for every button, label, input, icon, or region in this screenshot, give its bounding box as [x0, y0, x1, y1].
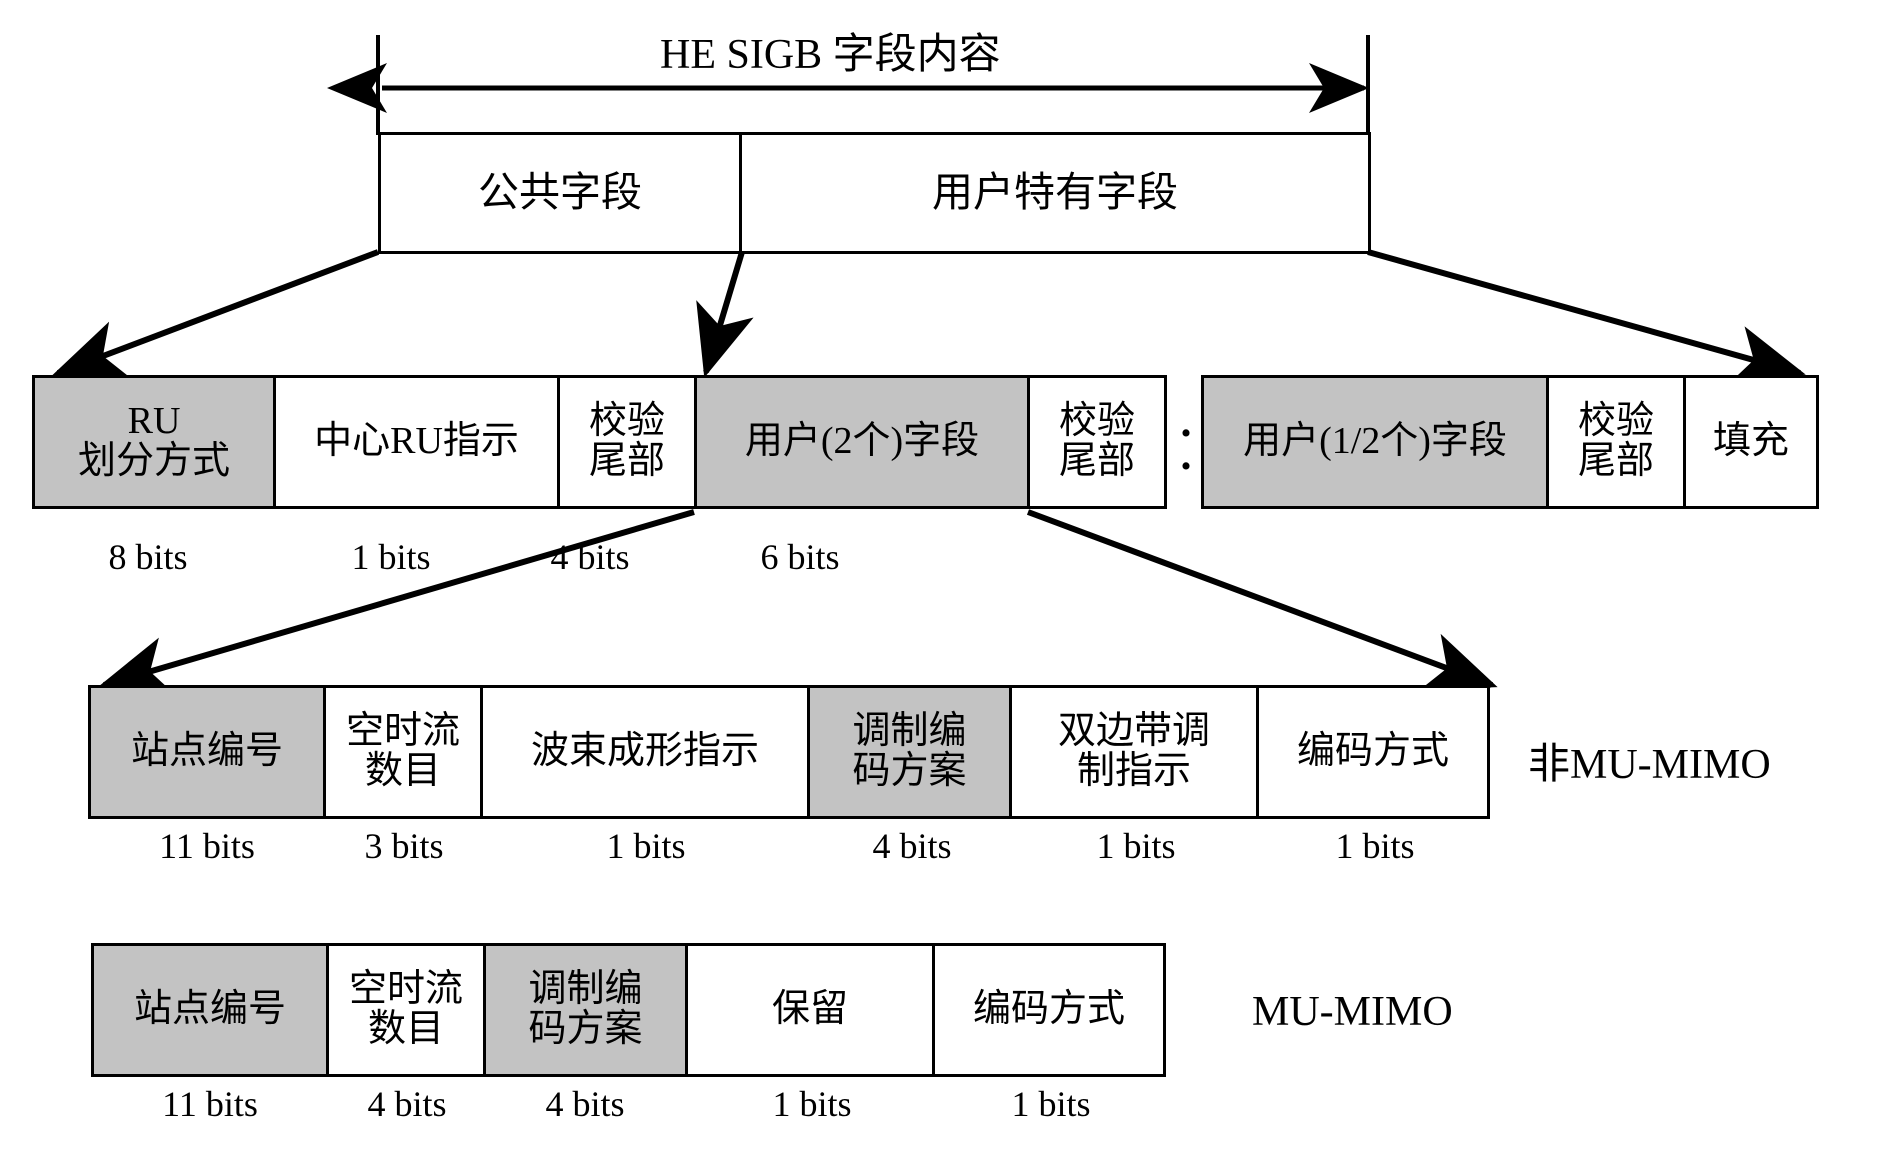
- sigb-cell-user-2-field: 用户(2个)字段: [694, 375, 1030, 509]
- header-cell-user-specific: 用户特有字段: [739, 132, 1371, 254]
- arrow-divider-to-user2: [696, 251, 754, 378]
- mumimo-cell-sta-id: 站点编号: [91, 943, 329, 1077]
- bits-label-nonmumimo-dcm: 1 bits: [1096, 826, 1176, 866]
- bits-label-center-ru: 1 bits: [351, 537, 431, 577]
- bits-label-mumimo-sta-id: 11 bits: [162, 1084, 258, 1124]
- bits-label-nonmumimo-coding: 1 bits: [1335, 826, 1415, 866]
- bits-label-mumimo-coding: 1 bits: [1011, 1084, 1091, 1124]
- sigb-ellipsis-separator: ..: [1180, 397, 1192, 479]
- diagram-title: HE SIGB 字段内容: [660, 32, 1001, 78]
- nonmumimo-side-label: 非MU-MIMO: [1528, 742, 1771, 788]
- sigb-cell-center-ru: 中心RU指示: [273, 375, 560, 509]
- bits-label-nonmumimo-mcs: 4 bits: [872, 826, 952, 866]
- sigb-cell-crc-tail-2: 校验 尾部: [1027, 375, 1167, 509]
- sigb-cell-user-half-field: 用户(1/2个)字段: [1201, 375, 1549, 509]
- nonmumimo-cell-coding: 编码方式: [1256, 685, 1490, 819]
- nonmumimo-cell-dcm: 双边带调 制指示: [1009, 685, 1259, 819]
- nonmumimo-cell-sta-id: 站点编号: [88, 685, 326, 819]
- sigb-cell-crc-tail-3: 校验 尾部: [1546, 375, 1686, 509]
- mumimo-cell-mcs: 调制编 码方案: [483, 943, 688, 1077]
- mumimo-cell-nsts: 空时流 数目: [326, 943, 486, 1077]
- bits-label-mumimo-nsts: 4 bits: [367, 1084, 447, 1124]
- sigb-cell-crc-tail-1: 校验 尾部: [557, 375, 697, 509]
- arrow-common-to-ru: [52, 249, 380, 378]
- bits-label-user-2-field: 6 bits: [760, 537, 840, 577]
- arrow-user-to-padding: [1367, 249, 1806, 385]
- bits-label-mumimo-reserved: 1 bits: [772, 1084, 852, 1124]
- bits-label-ru-allocation: 8 bits: [108, 537, 188, 577]
- nonmumimo-cell-mcs: 调制编 码方案: [807, 685, 1012, 819]
- mumimo-cell-reserved: 保留: [685, 943, 935, 1077]
- header-cell-common: 公共字段: [378, 132, 742, 254]
- nonmumimo-cell-nsts: 空时流 数目: [323, 685, 483, 819]
- mumimo-cell-coding: 编码方式: [932, 943, 1166, 1077]
- nonmumimo-cell-beamforming: 波束成形指示: [480, 685, 810, 819]
- mumimo-side-label: MU-MIMO: [1252, 989, 1453, 1035]
- bits-label-crc-tail-1: 4 bits: [550, 537, 630, 577]
- bits-label-nonmumimo-beamforming: 1 bits: [606, 826, 686, 866]
- bits-label-nonmumimo-nsts: 3 bits: [364, 826, 444, 866]
- arrow-user2-to-nonmumimo-right: [1026, 509, 1498, 691]
- bits-label-mumimo-mcs: 4 bits: [545, 1084, 625, 1124]
- sigb-cell-padding: 填充: [1683, 375, 1819, 509]
- bits-label-nonmumimo-sta-id: 11 bits: [159, 826, 255, 866]
- sigb-cell-ru-allocation: RU 划分方式: [32, 375, 276, 509]
